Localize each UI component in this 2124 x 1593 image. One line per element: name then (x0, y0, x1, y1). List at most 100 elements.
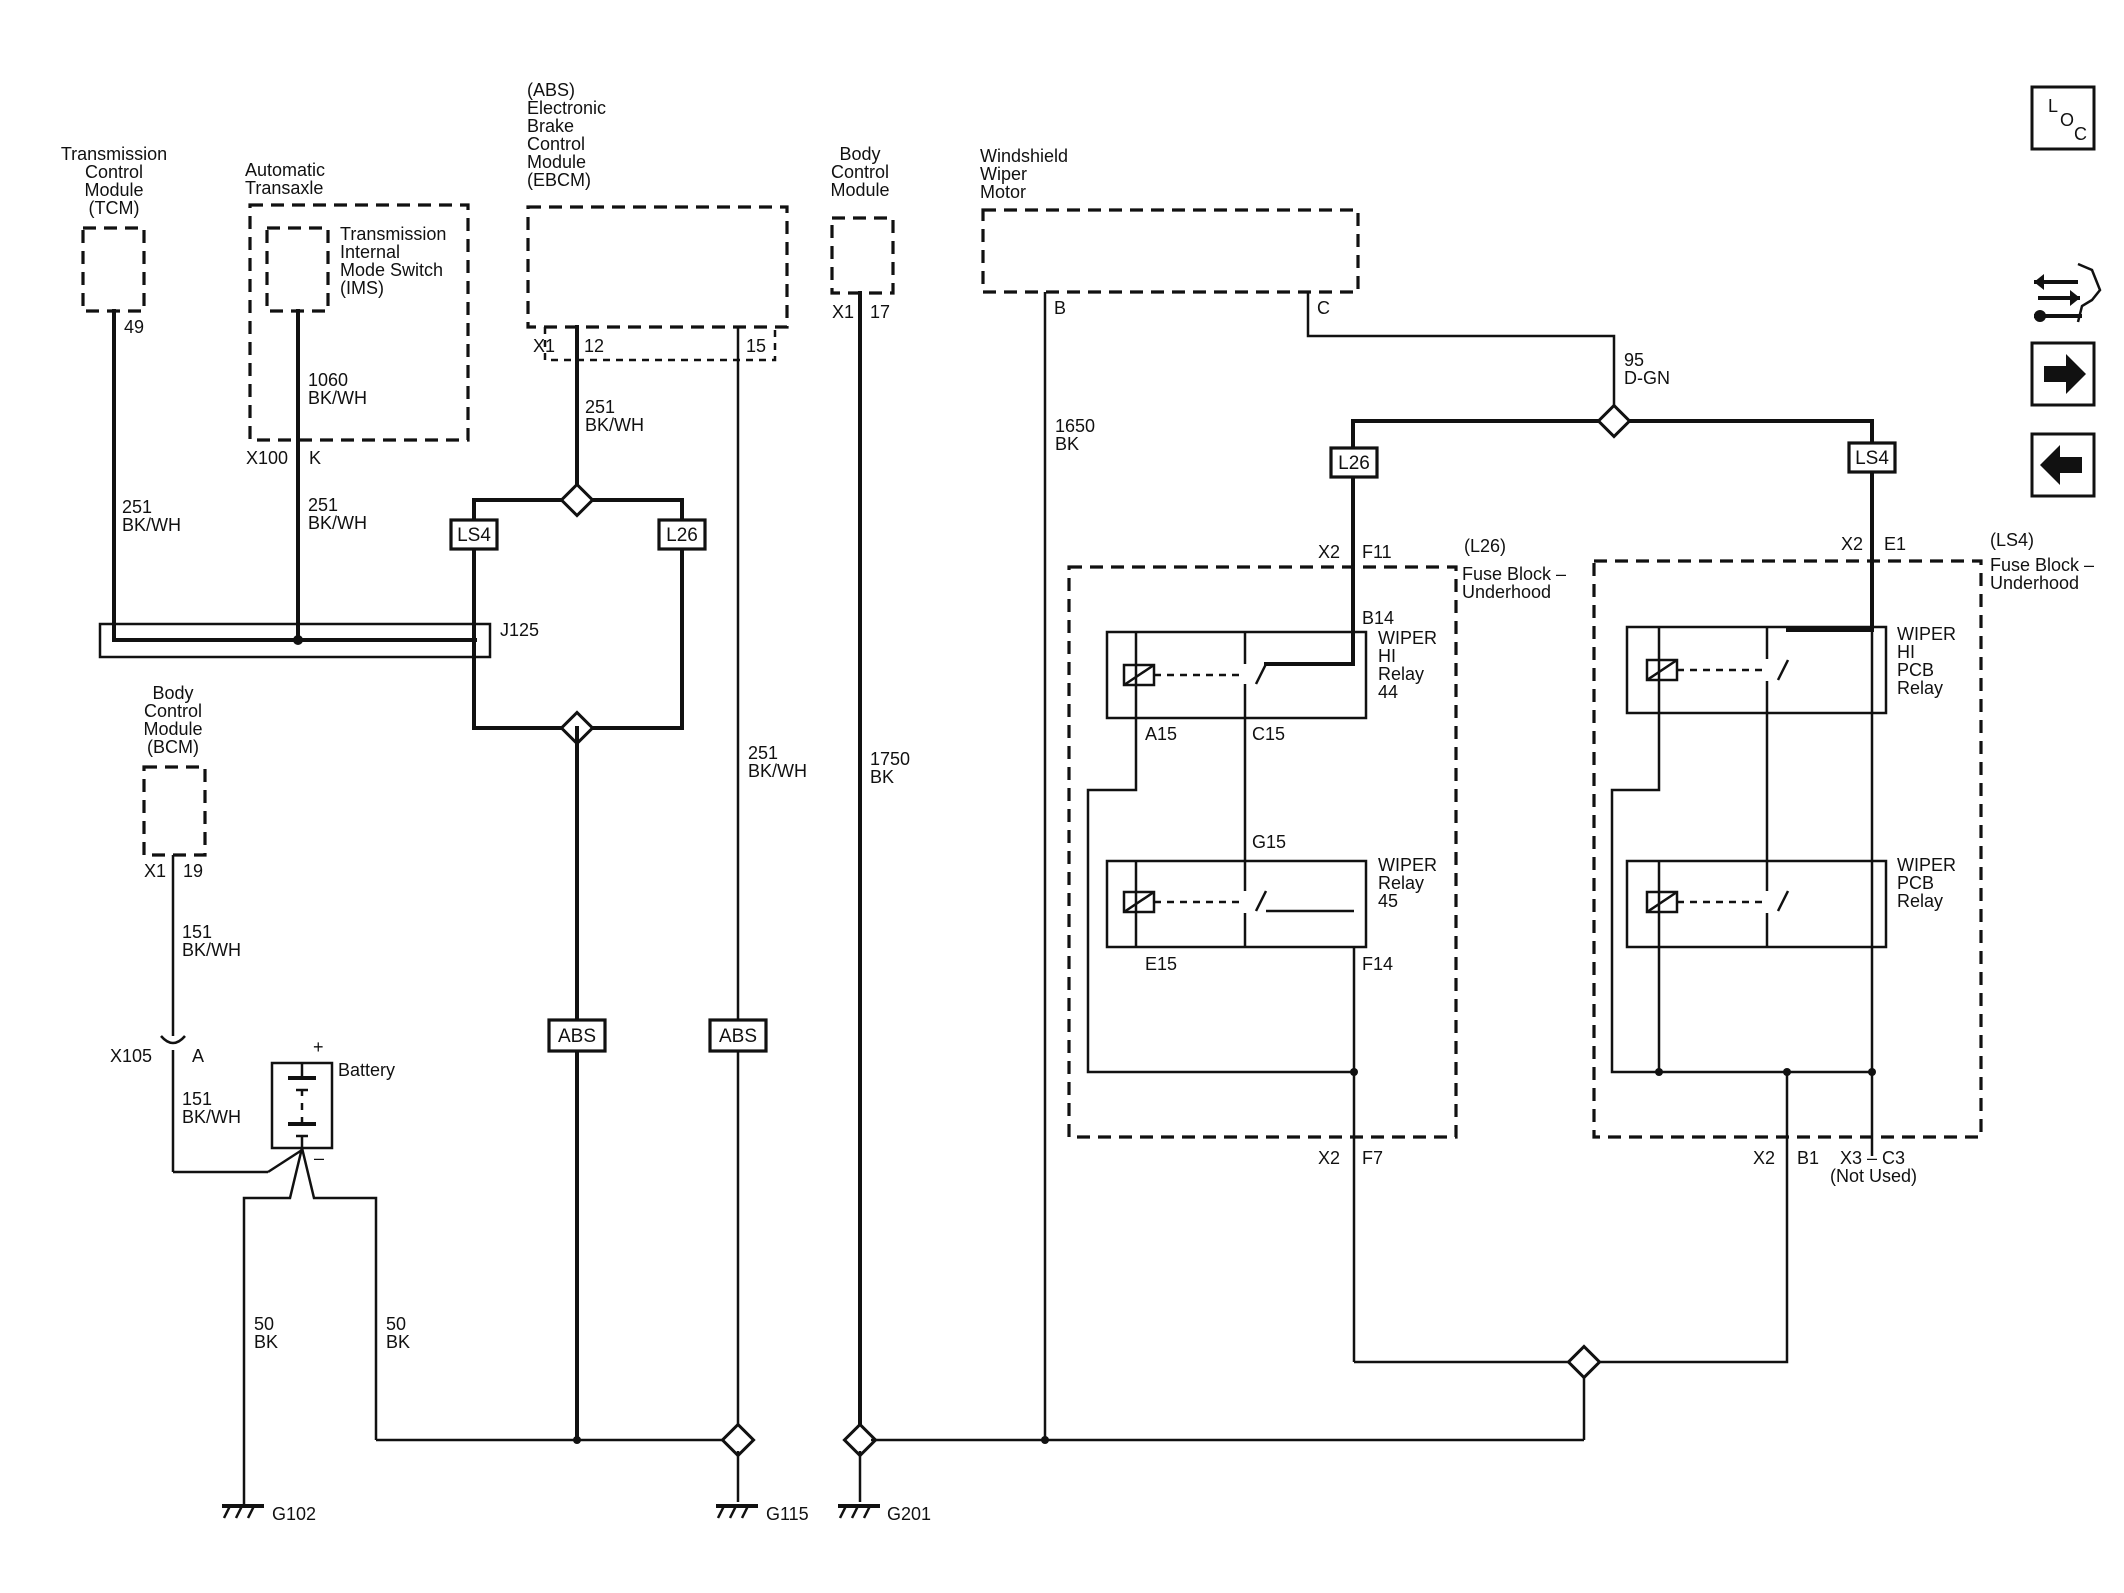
svg-text:(L26): (L26) (1464, 536, 1506, 556)
splice-g201 (842, 1422, 878, 1458)
svg-text:Control: Control (831, 162, 889, 182)
svg-text:(Not Used): (Not Used) (1830, 1166, 1917, 1186)
battery-label: Battery (338, 1060, 395, 1080)
svg-text:Electronic: Electronic (527, 98, 606, 118)
motor-pin-c: C (1317, 298, 1330, 318)
battery-minus: – (314, 1148, 324, 1168)
tools-icon[interactable] (2034, 262, 2102, 323)
svg-text:251: 251 (748, 743, 778, 763)
svg-text:45: 45 (1378, 891, 1398, 911)
svg-text:D-GN: D-GN (1624, 368, 1670, 388)
svg-text:BK/WH: BK/WH (308, 388, 367, 408)
tcm-module: Transmission Control Module (TCM) 49 (61, 144, 167, 337)
ground-g102: G102 (222, 1498, 316, 1524)
fuse-block-l26: (L26) Fuse Block – Underhood X2 F11 B14 … (1067, 536, 1789, 1380)
bcm-left-pin-19: 19 (183, 861, 203, 881)
svg-text:Relay: Relay (1897, 678, 1943, 698)
svg-text:E1: E1 (1884, 534, 1906, 554)
ground-g115: G115 (716, 1504, 809, 1524)
bcm-left-connector-x1: X1 (144, 861, 166, 881)
svg-text:X2: X2 (1753, 1148, 1775, 1168)
svg-text:G102: G102 (272, 1504, 316, 1524)
svg-text:X2: X2 (1841, 534, 1863, 554)
svg-text:G115: G115 (766, 1504, 809, 1524)
svg-text:1060: 1060 (308, 370, 348, 390)
svg-text:(TCM): (TCM) (89, 198, 140, 218)
svg-text:WIPER: WIPER (1378, 628, 1437, 648)
motor-pin-b: B (1054, 298, 1066, 318)
svg-text:Module: Module (830, 180, 889, 200)
svg-text:Control: Control (527, 134, 585, 154)
svg-text:Relay: Relay (1378, 664, 1424, 684)
svg-text:Internal: Internal (340, 242, 400, 262)
ebcm-pin-12: 12 (584, 336, 604, 356)
svg-text:251: 251 (308, 495, 338, 515)
previous-arrow-icon[interactable] (2030, 432, 2096, 498)
svg-text:Underhood: Underhood (1462, 582, 1551, 602)
svg-text:BK/WH: BK/WH (748, 761, 807, 781)
svg-text:(EBCM): (EBCM) (527, 170, 591, 190)
svg-text:95: 95 (1624, 350, 1644, 370)
svg-text:151: 151 (182, 922, 212, 942)
svg-text:E15: E15 (1145, 954, 1177, 974)
tcm-pin-49: 49 (124, 317, 144, 337)
svg-text:50: 50 (386, 1314, 406, 1334)
svg-text:BK: BK (386, 1332, 410, 1352)
windshield-wiper-motor: Windshield Wiper Motor B C (980, 146, 1360, 318)
svg-text:50: 50 (254, 1314, 274, 1334)
svg-text:G201: G201 (887, 1504, 931, 1524)
svg-text:WIPER: WIPER (1378, 855, 1437, 875)
battery: + – Battery (270, 1037, 395, 1168)
center-wiring: 1750 BK 1650 BK 95 D-GN L26 LS4 (842, 291, 1897, 1502)
svg-text:Wiper: Wiper (980, 164, 1027, 184)
option-tag-l26-left: L26 (666, 525, 698, 546)
ebcm-connector-x1: X1 (533, 336, 555, 356)
option-tag-l26-right: L26 (1338, 453, 1370, 474)
splice-wiper-ground (1566, 1344, 1602, 1380)
svg-text:BK/WH: BK/WH (308, 513, 367, 533)
svg-text:251: 251 (122, 497, 152, 517)
svg-text:Relay: Relay (1897, 891, 1943, 911)
svg-text:WIPER: WIPER (1897, 624, 1956, 644)
svg-text:Body: Body (839, 144, 880, 164)
svg-text:Windshield: Windshield (980, 146, 1068, 166)
splice-ebcm-top (559, 482, 595, 518)
svg-text:Control: Control (85, 162, 143, 182)
svg-text:Motor: Motor (980, 182, 1026, 202)
svg-text:WIPER: WIPER (1897, 855, 1956, 875)
svg-text:Transmission: Transmission (61, 144, 167, 164)
svg-text:X2: X2 (1318, 1148, 1340, 1168)
option-tag-abs-1: ABS (558, 1026, 596, 1047)
left-wiring: 251 BK/WH 1060 BK/WH 251 BK/WH J125 251 … (98, 309, 807, 1502)
svg-text:Relay: Relay (1378, 873, 1424, 893)
svg-text:Fuse Block –: Fuse Block – (1990, 555, 2094, 575)
svg-text:(LS4): (LS4) (1990, 530, 2034, 550)
svg-text:Control: Control (144, 701, 202, 721)
svg-text:Module: Module (527, 152, 586, 172)
svg-text:251: 251 (585, 397, 615, 417)
bcm-pin-17: 17 (870, 302, 890, 322)
ims-pin-k: K (309, 448, 321, 468)
bcm-connector-x1: X1 (832, 302, 854, 322)
svg-text:HI: HI (1378, 646, 1396, 666)
svg-text:BK/WH: BK/WH (182, 1107, 241, 1127)
svg-text:HI: HI (1897, 642, 1915, 662)
svg-text:C15: C15 (1252, 724, 1285, 744)
svg-text:Module: Module (84, 180, 143, 200)
relay-wiper-pcb (1625, 859, 1888, 949)
connector-x105-pin-a: A (192, 1046, 204, 1066)
svg-text:Transaxle: Transaxle (245, 178, 323, 198)
svg-text:A15: A15 (1145, 724, 1177, 744)
bcm-left-module: Body Control Module (BCM) X1 19 (142, 683, 207, 881)
next-arrow-icon[interactable] (2030, 341, 2096, 407)
svg-text:Transmission: Transmission (340, 224, 446, 244)
option-tag-ls4-right: LS4 (1855, 448, 1889, 469)
automatic-transaxle: Automatic Transaxle Transmission Interna… (245, 160, 470, 468)
component-locator-icon[interactable]: L O C (2030, 85, 2096, 151)
splice-motor-c (1596, 403, 1632, 439)
svg-text:BK/WH: BK/WH (182, 940, 241, 960)
svg-text:(ABS): (ABS) (527, 80, 575, 100)
relay-wiper-hi-pcb (1625, 625, 1888, 715)
ims-connector-x100: X100 (246, 448, 288, 468)
